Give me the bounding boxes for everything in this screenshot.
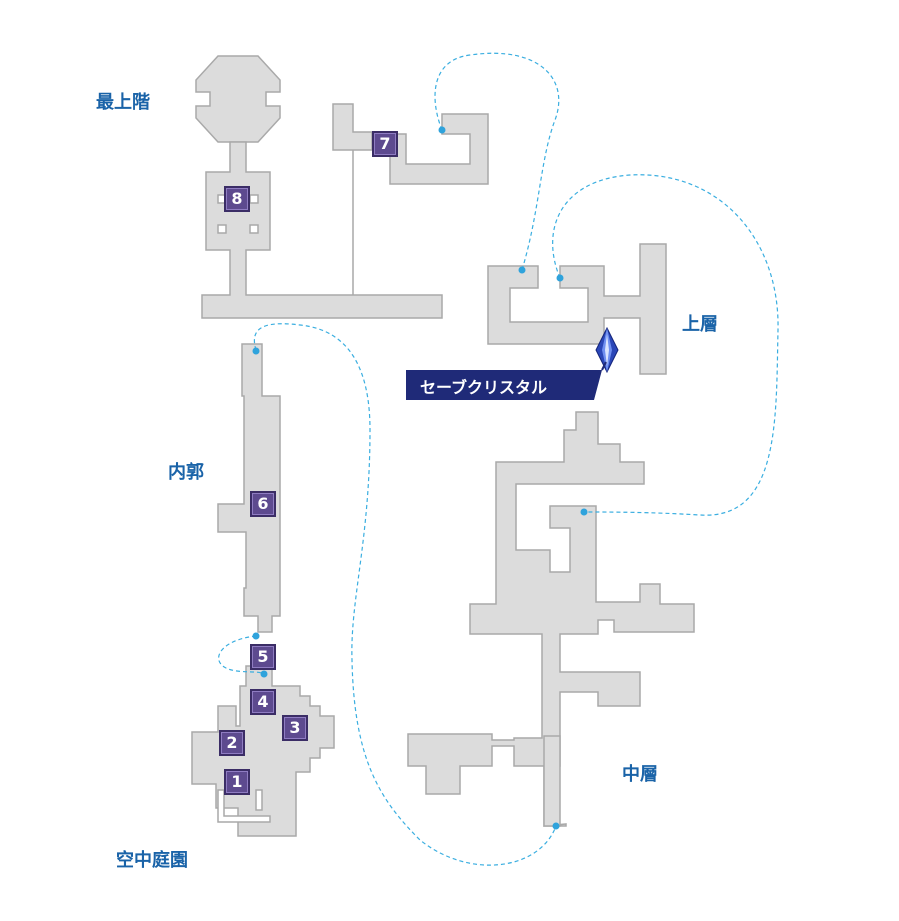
path-upper-to-middle: [552, 174, 779, 516]
cross-room-pillar-2: [249, 194, 259, 204]
path-endpoint: [252, 347, 260, 355]
path-top-to-upper: [434, 52, 560, 271]
save-crystal-pointer: [601, 361, 607, 371]
path-endpoint: [580, 508, 588, 516]
area-label-middle-floor: 中層: [622, 764, 658, 785]
save-crystal-banner-shape: [406, 370, 602, 400]
marker-1[interactable]: 1: [224, 769, 250, 795]
area-label-top-floor: 最上階: [96, 92, 150, 113]
top-floor-u-room: [389, 113, 489, 185]
marker-2[interactable]: 2: [219, 730, 245, 756]
cross-room-pillar-3: [217, 224, 227, 234]
area-label-inner-keep: 内郭: [168, 462, 204, 483]
marker-7[interactable]: 7: [372, 131, 398, 157]
area-label-upper-floor: 上層: [682, 314, 718, 335]
top-floor-octagon-room: [195, 55, 281, 143]
marker-4[interactable]: 4: [250, 689, 276, 715]
path-endpoint: [556, 274, 564, 282]
marker-8[interactable]: 8: [224, 186, 250, 212]
save-crystal-label: セーブクリスタル: [406, 370, 602, 400]
save-crystal-text: セーブクリスタル: [420, 378, 548, 397]
middle-floor-south-corridor: [543, 735, 561, 827]
marker-6[interactable]: 6: [250, 491, 276, 517]
path-keep-to-middle: [253, 323, 557, 866]
middle-floor-rooms: [407, 411, 695, 827]
path-endpoint: [260, 670, 268, 678]
marker-3[interactable]: 3: [282, 715, 308, 741]
upper-floor-loop-room: [487, 243, 667, 375]
top-floor-rooms: [195, 55, 489, 319]
path-endpoint: [252, 632, 260, 640]
garden-inner-partition-2: [255, 789, 263, 811]
middle-floor-complex: [407, 411, 695, 827]
upper-floor-rooms: [487, 243, 667, 375]
path-endpoint: [438, 126, 446, 134]
inner-keep-rooms: [217, 343, 281, 633]
save-crystal-icon: [595, 326, 619, 374]
marker-5[interactable]: 5: [250, 644, 276, 670]
connection-paths: [218, 52, 779, 866]
path-keep-to-garden: [218, 635, 265, 675]
path-endpoint: [518, 266, 526, 274]
inner-keep-corridor: [217, 343, 281, 633]
area-label-sky-garden: 空中庭園: [116, 850, 188, 871]
cross-room-pillar-4: [249, 224, 259, 234]
path-endpoints: [252, 126, 588, 830]
path-endpoint: [552, 822, 560, 830]
